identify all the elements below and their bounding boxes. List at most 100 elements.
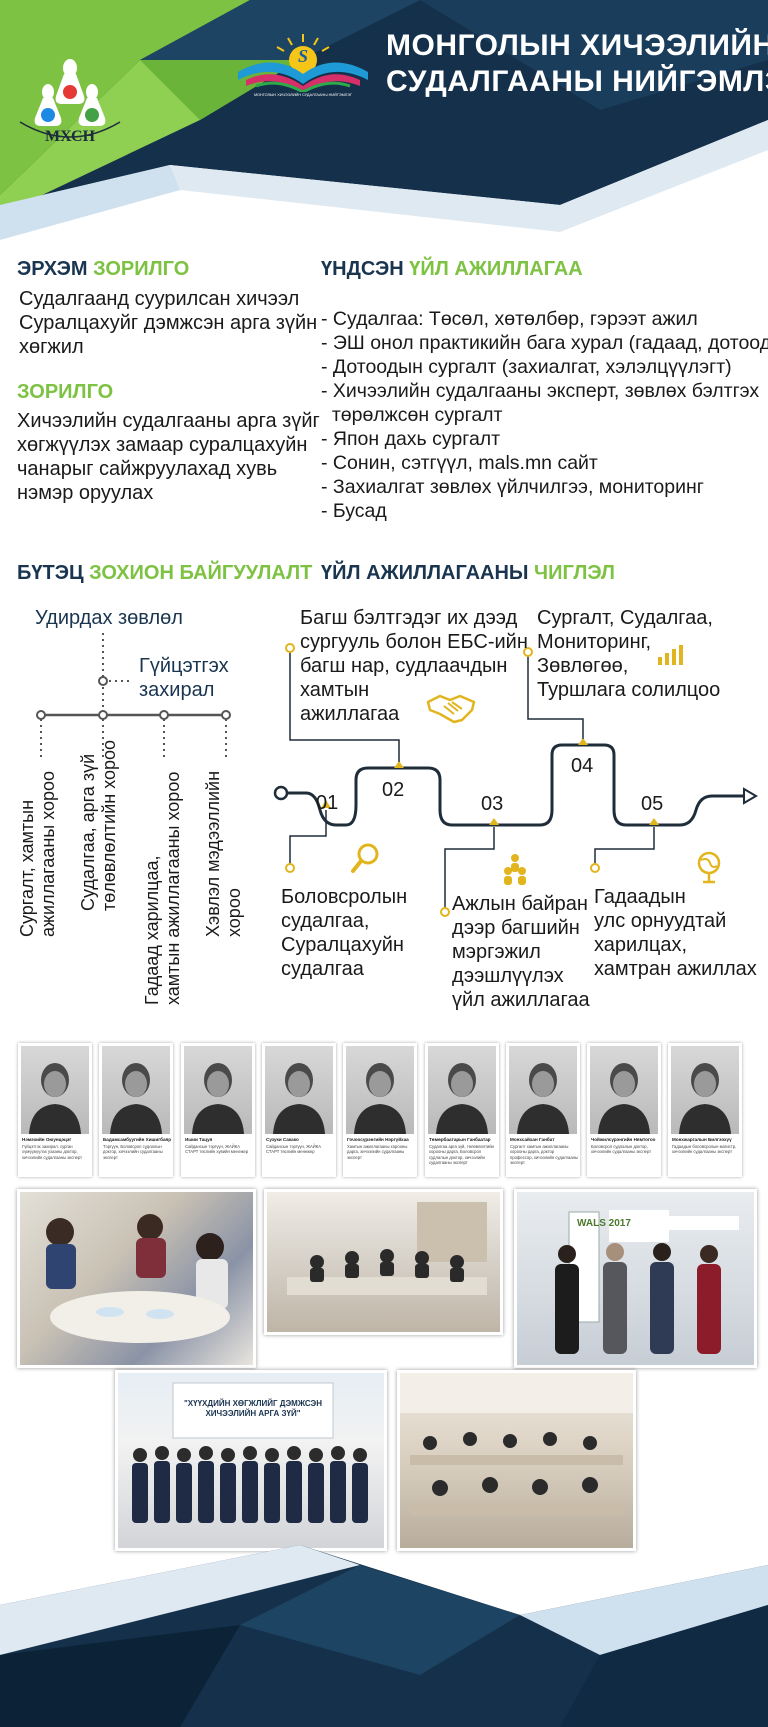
classroom-scene-icon xyxy=(46,1214,230,1343)
portrait-icon xyxy=(598,1063,650,1134)
step-2-line-4: хамтын xyxy=(300,679,370,701)
member-photo xyxy=(671,1046,739,1134)
member-role: Хамтын ажиллагааны хорооны дарга, хичээл… xyxy=(347,1144,408,1160)
portrait-icon xyxy=(110,1063,162,1134)
mhsn-logo: МХСН xyxy=(18,52,122,147)
workshop-group-icon xyxy=(132,1382,368,1523)
goal-line-2: хөгжүүлэх замаар суралцахуйн xyxy=(17,434,308,456)
step-4-line-4: Туршлага солилцоо xyxy=(537,679,721,701)
activity-item-line: - ЭШ онол практикийн бага хурал (гадаад,… xyxy=(321,332,768,354)
member-name: Нэмэхийн Оюунцэцэг xyxy=(22,1137,72,1142)
step-1-line-2: судалгаа, xyxy=(281,910,370,932)
member-name: Бадамсамбуугийн Хишигбаяр xyxy=(103,1137,171,1142)
goal-line-3: чанарыг сайжруулахад хувь xyxy=(17,458,278,480)
step-text-4: Сургалт, Судалгаа,Мониторинг,Зөвлөгөө,Ту… xyxy=(537,606,720,702)
header-background xyxy=(0,0,768,240)
step-number-4: 04 xyxy=(571,755,594,777)
mission-line-1: Судалгаанд суурилсан хичээл xyxy=(19,288,300,310)
activity-item-line: - Захиалгат зөвлөх үйлчилгээ, мониторинг xyxy=(321,476,704,498)
member-photo xyxy=(428,1046,496,1134)
step-3-line-5: үйл ажиллагаа xyxy=(452,989,590,1011)
member-name: Төмөрбаатарын Ганбаатар xyxy=(429,1137,491,1142)
member-role: Гадаадын боловсролын магистр, хичээлийн … xyxy=(672,1144,737,1155)
activity-item: - ЭШ онол практикийн бага хурал (гадаад,… xyxy=(321,331,768,355)
member-name: Монхсайхан Ганбат xyxy=(510,1137,555,1142)
title-line-1: МОНГОЛЫН ХИЧЭЭЛИЙН xyxy=(386,29,768,62)
board-label: Удирдах зөвлөл xyxy=(35,607,183,629)
step-4-line-2: Мониторинг, xyxy=(537,631,652,653)
title-line-2: СУДАЛГААНЫ НИЙГЭМЛЭГ xyxy=(386,65,768,98)
globe-icon xyxy=(697,851,721,884)
photo-seminar-hall xyxy=(397,1370,636,1551)
member-name: Гочоосүрэнгийн Нэргүйхаа xyxy=(347,1137,409,1142)
activity-item-line: - Хичээлийн судалгааны эксперт, зөвлөх б… xyxy=(321,380,760,402)
step-3-line-4: дээшлүүлэх xyxy=(452,965,564,987)
portrait-icon xyxy=(192,1063,244,1134)
activity-item-line: - Дотоодын сургалт (захиалгат, хэлэлцүүл… xyxy=(321,356,732,378)
committee-label-4: Хэвлэл мэдээллийн хороо xyxy=(203,770,244,937)
step-5-line-2: улс орнуудтай xyxy=(594,910,727,932)
photo-meeting-room xyxy=(264,1189,503,1335)
handshake-icon xyxy=(426,694,476,724)
activity-item-line: - Бусад xyxy=(321,500,387,522)
step-5-line-1: Гадаадын xyxy=(594,886,686,908)
member-photo xyxy=(184,1046,252,1134)
step-4-line-1: Сургалт, Судалгаа, xyxy=(537,607,713,629)
activity-item: - Судалгаа: Төсөл, хөтөлбөр, гэрээт ажил xyxy=(321,307,768,331)
activity-item: - Бусад xyxy=(321,499,768,523)
activity-item: - Япон дахь сургалт xyxy=(321,427,768,451)
mission-line-2: Суралцахуйг дэмжсэн арга зүйн xyxy=(19,312,318,334)
photo-wals-conference: WALS 2017 xyxy=(514,1189,757,1368)
step-3-line-1: Ажлын байран xyxy=(452,893,588,915)
directions-heading: ҮЙЛ АЖИЛЛАГААНЫ ЧИГЛЭЛ xyxy=(321,562,615,584)
member-role: Сайдансын тэргүүн, ЖАЙКА СТАРТ төслийн м… xyxy=(266,1144,322,1155)
goal-line-1: Хичээлийн судалгааны арга зүйг xyxy=(17,410,320,432)
magnifier-icon xyxy=(351,843,379,873)
activity-item-line: - Судалгаа: Төсөл, хөтөлбөр, гэрээт ажил xyxy=(321,308,698,330)
member-photo xyxy=(346,1046,414,1134)
member-photo xyxy=(509,1046,577,1134)
committee-label-2: Судалгаа, арга зүй төлөвлөлтийн хороо xyxy=(78,739,119,911)
mission-line-3: хөгжил xyxy=(19,336,84,358)
portrait-icon xyxy=(436,1063,488,1134)
member-role: Сайдансын тэргүүн, ЖАЙКА СТАРТ төслийн х… xyxy=(185,1144,249,1155)
step-3-line-2: дээр багшийн xyxy=(452,917,580,939)
step-number-1: 01 xyxy=(316,792,339,814)
activities-heading: ҮНДСЭН ҮЙЛ АЖИЛЛАГАА xyxy=(321,258,583,280)
step-1-line-1: Боловсролын xyxy=(281,886,408,908)
activity-item: - Хичээлийн судалгааны эксперт, зөвлөх б… xyxy=(321,379,768,427)
member-photo xyxy=(102,1046,170,1134)
logo-letter: S xyxy=(297,46,308,66)
meeting-scene-icon xyxy=(287,1202,487,1295)
photo-classroom-students xyxy=(17,1189,256,1368)
member-name: Ишии Тацуя xyxy=(185,1137,213,1142)
activity-item-line: - Япон дахь сургалт xyxy=(321,428,501,450)
member-role: Гүйцэтгэх захирал, сурган хүмүүжүүлэх ух… xyxy=(22,1144,83,1160)
bar-chart-icon xyxy=(658,645,683,665)
step-2-line-3: багш нар, судлаачдын xyxy=(300,655,508,677)
workshop-banner-text: "ХҮҮХДИЙН ХӨГЖЛИЙГ ДЭМЖСЭН ХИЧЭЭЛИЙН АРГ… xyxy=(184,1399,322,1418)
step-5-line-3: харилцах, xyxy=(594,934,687,956)
member-name: Сузуки Сакако xyxy=(266,1137,299,1142)
wals-sign-text: WALS 2017 xyxy=(577,1218,631,1229)
member-name: Чойжилсүрэнгийн Нямтогоо xyxy=(591,1137,656,1142)
step-2-line-5: ажиллагаа xyxy=(300,703,400,725)
member-name: Монхжаргалын Билгээхүү xyxy=(672,1137,732,1142)
committee-label-1: Сургалт, хамтын ажиллагааны хороо xyxy=(17,770,58,937)
step-2-line-1: Багш бэлтгэдэг их дээд xyxy=(300,607,518,629)
page-title: МОНГОЛЫН ХИЧЭЭЛИЙН СУДАЛГААНЫ НИЙГЭМЛЭГ xyxy=(386,28,768,100)
activity-item: - Дотоодын сургалт (захиалгат, хэлэлцүүл… xyxy=(321,355,768,379)
